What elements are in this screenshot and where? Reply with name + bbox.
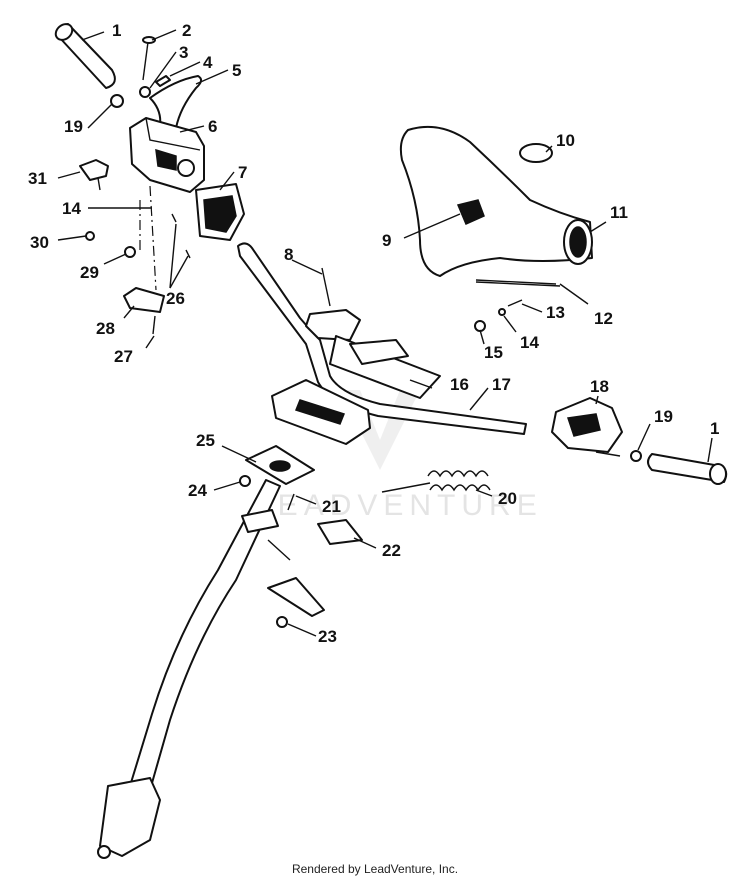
callout-15: 15 xyxy=(484,343,503,362)
bracket-25 xyxy=(245,445,315,485)
callout-14-left: 14 xyxy=(62,199,81,218)
callout-29: 29 xyxy=(80,263,99,282)
clamp-28 xyxy=(123,287,165,313)
centerline-left-1 xyxy=(149,185,157,291)
decal-10 xyxy=(519,143,553,163)
switch-7 xyxy=(195,183,245,241)
plate-22 xyxy=(317,519,363,545)
footer-credit: Rendered by LeadVenture, Inc. xyxy=(291,862,459,876)
callout-23: 23 xyxy=(318,627,337,646)
leader-lines xyxy=(57,29,713,637)
callout-3: 3 xyxy=(179,43,188,62)
pin-4 xyxy=(155,75,171,87)
upper-clamp-block xyxy=(271,379,371,445)
washer-3 xyxy=(139,86,151,98)
callout-5: 5 xyxy=(232,61,241,80)
handlebar-pad-11 xyxy=(399,125,593,277)
washer-14-right xyxy=(498,308,506,316)
steering-post xyxy=(129,479,281,791)
callout-19-right: 19 xyxy=(654,407,673,426)
bolt-21 xyxy=(287,493,295,511)
grip-left xyxy=(54,23,116,89)
screw-13 xyxy=(507,299,523,307)
callout-19-left: 19 xyxy=(64,117,83,136)
spring-20 xyxy=(381,470,491,493)
callout-11: 11 xyxy=(610,203,628,222)
callout-1-right: 1 xyxy=(710,419,719,438)
callout-9: 9 xyxy=(382,231,391,250)
callout-13: 13 xyxy=(546,303,565,322)
callout-16: 16 xyxy=(450,375,469,394)
callout-14-right: 14 xyxy=(520,333,539,352)
strap-12 xyxy=(475,281,561,287)
callout-20: 20 xyxy=(498,489,517,508)
callout-30: 30 xyxy=(30,233,49,252)
callout-27: 27 xyxy=(114,347,133,366)
callout-21: 21 xyxy=(322,497,341,516)
callout-22: 22 xyxy=(382,541,401,560)
cap-19-left xyxy=(110,94,124,108)
switch-18 xyxy=(551,397,623,457)
callout-31: 31 xyxy=(28,169,47,188)
washer-29 xyxy=(124,246,136,258)
callout-26: 26 xyxy=(166,289,185,308)
callout-12: 12 xyxy=(594,309,613,328)
callout-18: 18 xyxy=(590,377,609,396)
callout-17: 17 xyxy=(492,375,511,394)
housing-6 xyxy=(129,117,205,193)
nut-15 xyxy=(474,320,486,332)
nut-24 xyxy=(239,475,251,487)
screws-26 xyxy=(171,213,191,259)
callout-4: 4 xyxy=(203,53,213,72)
callout-labels: 1 2 3 4 5 6 7 8 9 10 11 12 13 14 15 16 1… xyxy=(28,21,719,646)
tube-23 xyxy=(267,539,325,617)
callout-1-left: 1 xyxy=(112,21,121,40)
cap-19-right xyxy=(630,450,642,462)
nut-30 xyxy=(85,231,95,241)
switch-31 xyxy=(79,159,109,191)
grip-right-1 xyxy=(647,453,728,485)
bolt-8 xyxy=(321,267,331,307)
callout-2: 2 xyxy=(182,21,191,40)
callout-6: 6 xyxy=(208,117,217,136)
callout-25: 25 xyxy=(196,431,215,450)
bolt-2 xyxy=(142,36,156,81)
lever-5 xyxy=(149,75,202,129)
callout-28: 28 xyxy=(96,319,115,338)
nut-23 xyxy=(276,616,288,628)
clamp-16 xyxy=(305,309,441,399)
callout-7: 7 xyxy=(238,163,247,182)
callout-24: 24 xyxy=(188,481,207,500)
callout-8: 8 xyxy=(284,245,293,264)
callout-10: 10 xyxy=(556,131,575,150)
screw-27 xyxy=(152,315,156,335)
post-base xyxy=(97,777,161,859)
